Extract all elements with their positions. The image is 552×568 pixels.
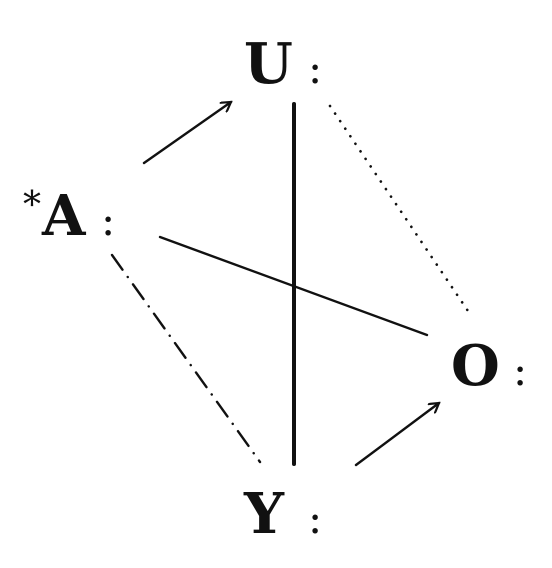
node-a-asterisk: * [23,185,41,226]
node-y-colon: : [308,494,322,543]
node-u-colon: : [308,44,322,93]
node-a-colon: : [101,196,115,245]
node-y-letter: Y [243,481,285,547]
edge-a-o-line [158,235,429,337]
edge-u-o-dotted-line [328,104,472,316]
edge-a-y-dash-dot-line [110,253,262,464]
node-a: * A : [23,183,115,249]
node-y: Y : [243,481,322,547]
node-u-letter: U [244,31,293,97]
edges-layer [110,102,472,467]
edge-y-to-o-arrow [354,403,439,467]
node-o: O : [451,333,527,399]
node-o-colon: : [513,346,527,395]
node-a-letter: A [41,183,87,249]
node-u: U : [244,31,322,97]
node-o-letter: O [451,333,500,399]
edge-a-to-u-arrow [142,102,231,165]
